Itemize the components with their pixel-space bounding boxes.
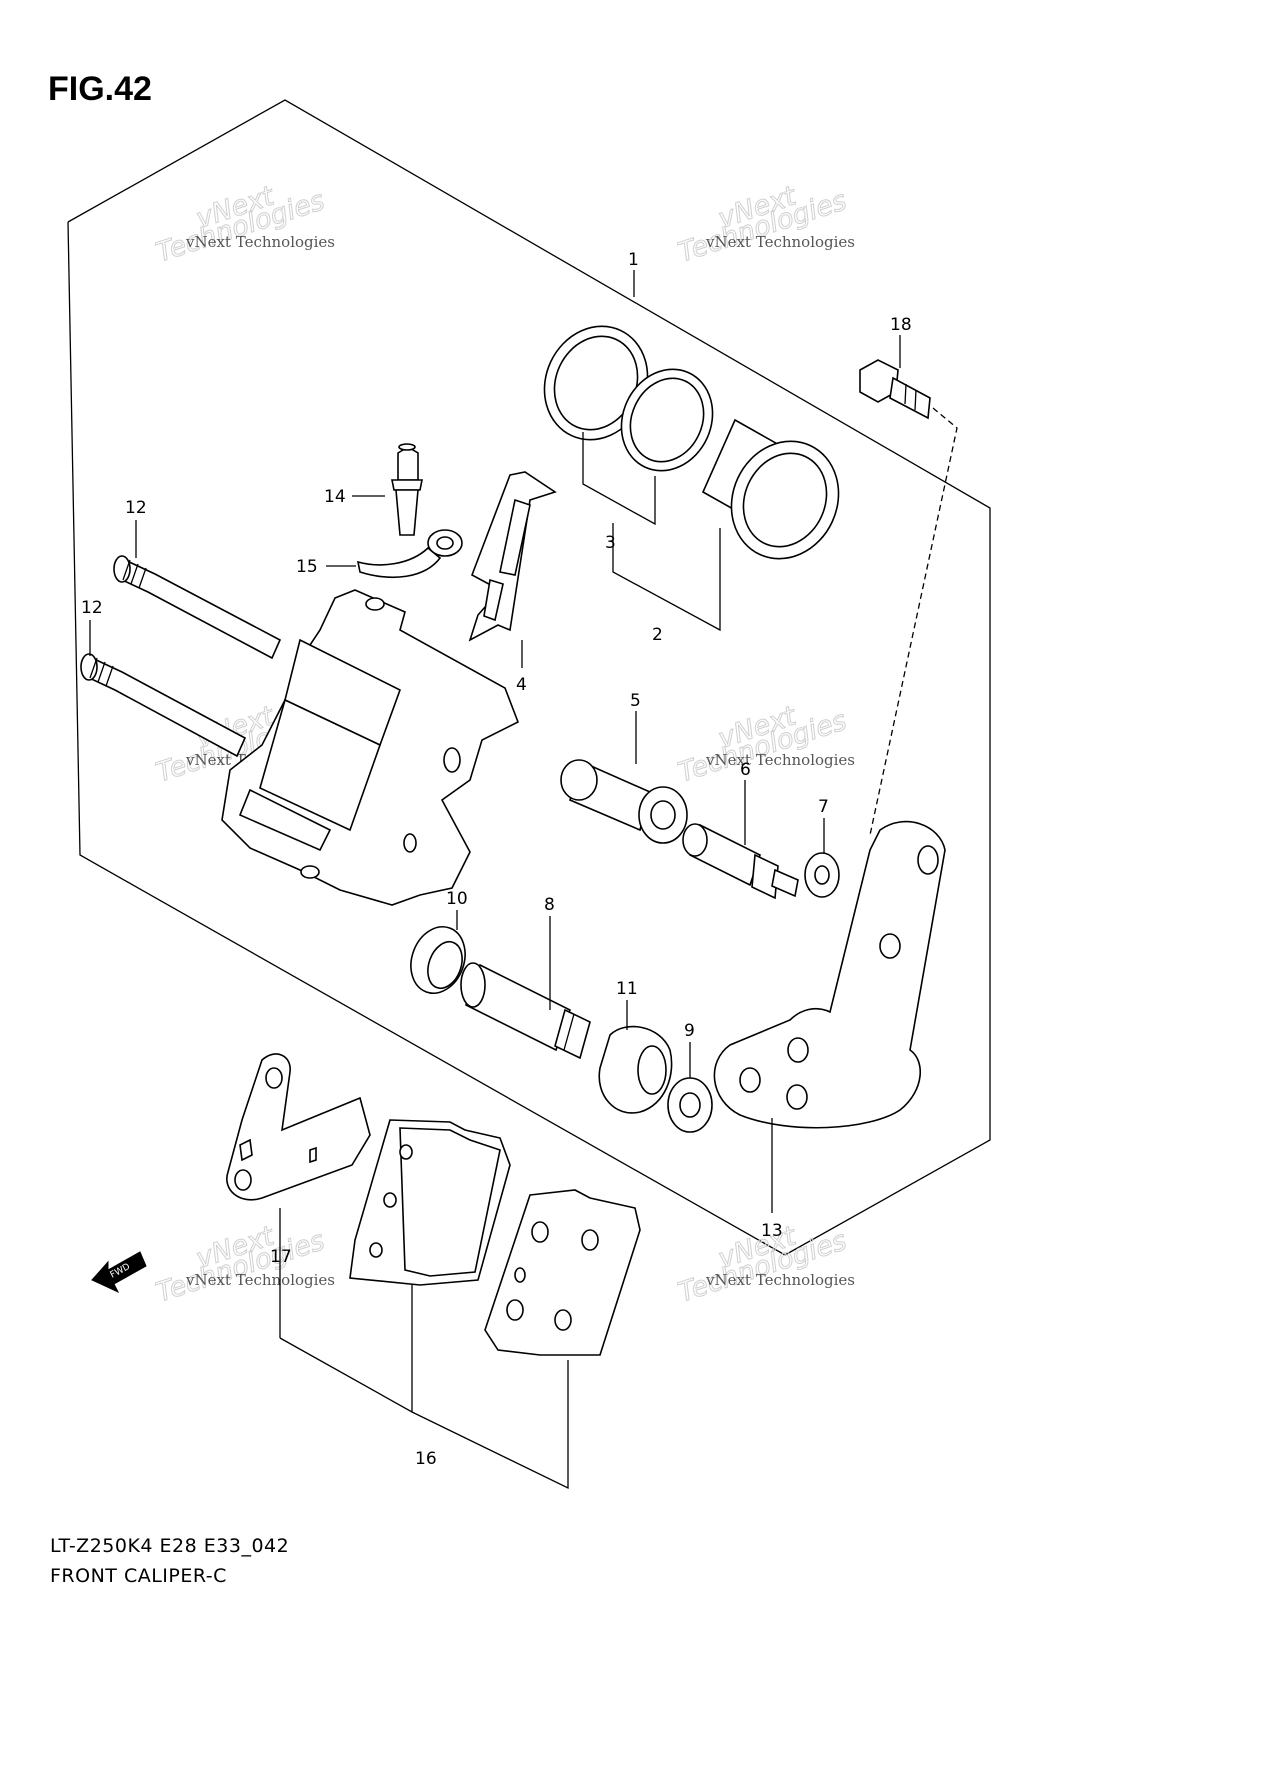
washer-9: [667, 1077, 713, 1133]
leader-3: [582, 432, 656, 526]
figure-title: FIG.42: [48, 70, 152, 108]
watermark-bottom-left: vNext Technologies vNext Technologies: [152, 1220, 335, 1309]
svg-text:vNext Technologies: vNext Technologies: [705, 233, 855, 251]
piston-seal-ring-outer: [543, 325, 649, 441]
sleeve-5: [560, 759, 688, 844]
watermark-top-right: vNext Technologies vNext Technologies: [674, 180, 855, 269]
callout-6: 6: [740, 760, 751, 780]
callout-13: 13: [761, 1221, 783, 1241]
bolt-axis-line: [869, 407, 958, 836]
svg-text:vNext Technologies: vNext Technologies: [185, 233, 335, 251]
brake-pad-inner: [484, 1189, 641, 1356]
caliper-piston: [701, 418, 840, 560]
callout-14: 14: [324, 487, 346, 507]
model-code: LT-Z250K4 E28 E33_042: [50, 1535, 289, 1557]
forward-arrow: FWD: [91, 1251, 147, 1294]
callout-18: 18: [890, 315, 912, 335]
callout-16: 16: [415, 1449, 437, 1469]
washer-7: [804, 852, 840, 898]
pin-bolt-6: [682, 823, 799, 900]
section-name: FRONT CALIPER-C: [50, 1565, 227, 1587]
caliper-body: [221, 589, 520, 906]
callout-12-lower: 12: [81, 598, 103, 618]
slide-pin-12-lower: [80, 653, 247, 758]
callout-10: 10: [446, 889, 468, 909]
callout-4: 4: [516, 675, 527, 695]
brake-pad-outer: [349, 1119, 511, 1286]
callout-8: 8: [544, 895, 555, 915]
boot-10: [410, 926, 466, 994]
svg-text:vNext Technologies: vNext Technologies: [185, 1271, 335, 1289]
callout-3: 3: [605, 533, 616, 553]
callout-12-upper: 12: [125, 498, 147, 518]
assembly-frame: [67, 99, 991, 1256]
boot-11: [598, 1025, 673, 1114]
callout-9: 9: [684, 1021, 695, 1041]
leader-2: [612, 523, 721, 632]
callout-2: 2: [652, 625, 663, 645]
callout-7: 7: [818, 797, 829, 817]
piston-seal-ring-inner: [620, 368, 714, 472]
leader-16: [279, 1285, 413, 1414]
callout-11: 11: [616, 979, 638, 999]
caliper-bracket-13: [713, 820, 946, 1129]
bleeder-screw-14: [391, 443, 423, 536]
bleeder-cap-15: [356, 529, 463, 578]
bolt-18: [859, 359, 931, 420]
pad-spring-4: [468, 471, 557, 642]
slide-pin-8: [460, 962, 591, 1060]
leader-16-b: [411, 1360, 569, 1490]
watermark-mid-right: vNext Technologies vNext Technologies: [674, 700, 855, 789]
slide-pin-12-upper: [113, 555, 282, 660]
pad-shim-17: [226, 1053, 371, 1201]
svg-text:vNext Technologies: vNext Technologies: [705, 1271, 855, 1289]
callout-1: 1: [628, 250, 639, 270]
callout-5: 5: [630, 691, 641, 711]
svg-text:vNext Technologies: vNext Technologies: [705, 751, 855, 769]
callout-17: 17: [270, 1247, 292, 1267]
callout-15: 15: [296, 557, 318, 577]
watermark-top-left: vNext Technologies vNext Technologies: [152, 180, 335, 269]
